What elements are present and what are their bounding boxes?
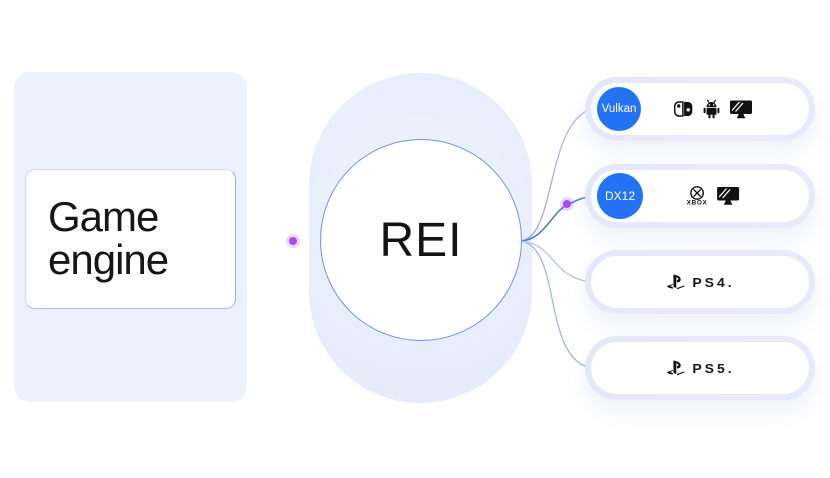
game-engine-card: Game engine: [25, 169, 236, 309]
dx12-platform-icons: XBOX: [687, 186, 740, 207]
pill-body: PS4.: [591, 256, 809, 308]
hub-node: REI: [320, 139, 522, 341]
playstation-icon: [667, 274, 685, 290]
vulkan-platform-icons: [673, 99, 753, 119]
vulkan-badge: Vulkan: [597, 87, 641, 131]
dx12-badge: DX12: [597, 173, 643, 219]
platform-pill-vulkan: Vulkan: [585, 77, 815, 141]
ps5-wordmark: PS5.: [692, 360, 735, 376]
xbox-label: XBOX: [686, 199, 708, 207]
pill-body: PS5.: [591, 342, 809, 394]
wire-dot-left: [286, 234, 300, 248]
nintendo-switch-icon: [673, 101, 693, 117]
hub-label: REI: [379, 213, 463, 267]
platform-pill-ps4: PS4.: [585, 250, 815, 314]
xbox-icon: [690, 186, 704, 200]
wire-dot-dx12: [560, 197, 574, 211]
playstation-icon: [667, 360, 685, 376]
desktop-icon: [716, 187, 739, 205]
desktop-icon: [730, 100, 752, 118]
game-engine-label: Game engine: [48, 193, 169, 283]
platform-pill-dx12: DX12 XBOX: [585, 164, 815, 228]
ps4-wordmark: PS4.: [692, 274, 735, 290]
android-icon: [703, 99, 720, 119]
ps4-logo: PS4.: [665, 274, 734, 291]
xbox-logo: XBOX: [687, 186, 708, 207]
ps5-logo: PS5.: [665, 360, 734, 377]
platform-pill-ps5: PS5.: [585, 336, 815, 400]
